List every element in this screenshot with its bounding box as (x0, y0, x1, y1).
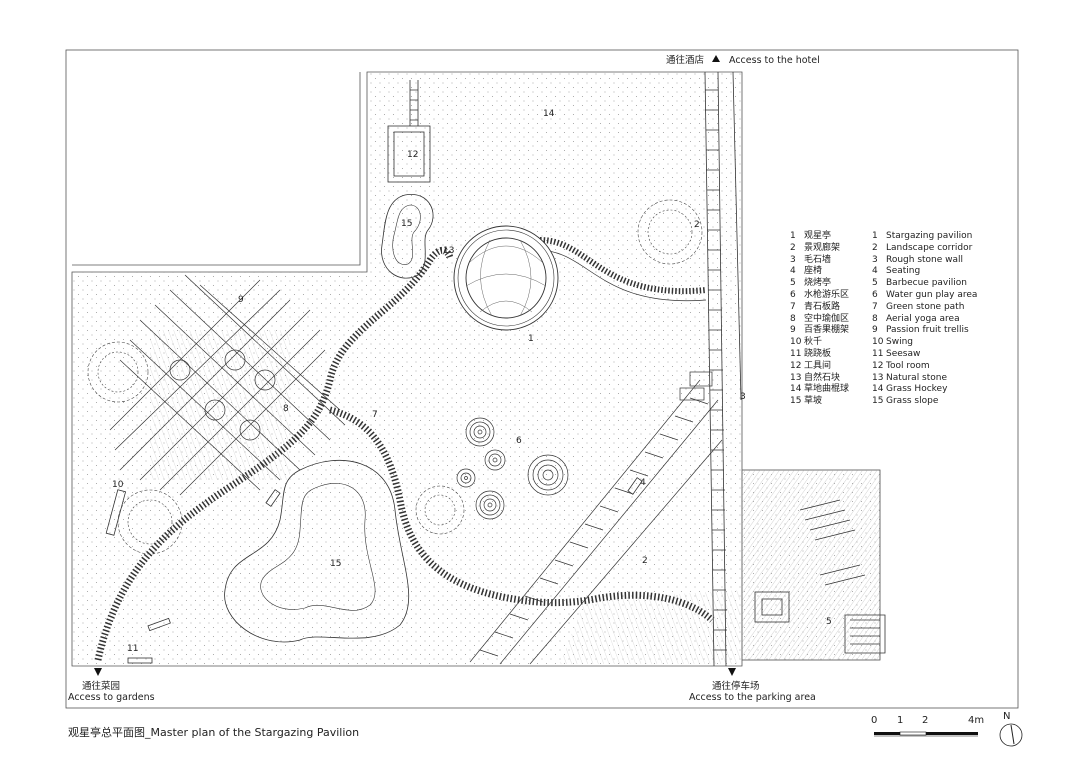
water-gun-play-area (456, 417, 569, 520)
passion-fruit-trellis (109, 274, 346, 496)
map-number-14: 14 (543, 109, 555, 119)
hotel-access-cn: 通往酒店 (666, 55, 705, 66)
green-stone-path (94, 246, 454, 661)
map-number-11: 11 (127, 644, 139, 654)
seating (627, 477, 643, 495)
map-number-2a: 2 (694, 220, 700, 230)
tool-room (387, 80, 431, 183)
map-number-12: 12 (407, 150, 419, 160)
map-number-10: 10 (112, 480, 124, 490)
scale-bar (874, 731, 978, 737)
swing (105, 489, 127, 536)
seesaw (127, 617, 171, 664)
barbecue-pavilion (754, 499, 886, 654)
parking-arrow-icon (728, 668, 736, 676)
gardens-arrow-icon (94, 668, 102, 676)
map-number-8: 8 (283, 404, 289, 414)
map-number-6: 6 (516, 436, 522, 446)
parking-access-en: Access to the parking area (689, 692, 816, 703)
scale-label-4m: 4m (968, 715, 985, 726)
drawing-caption: 观星亭总平面图_Master plan of the Stargazing Pa… (68, 726, 360, 739)
gardens-access-cn: 通往菜园 (82, 681, 121, 692)
drawing-frame (65, 49, 1019, 709)
scale-label-2: 2 (922, 715, 929, 726)
scale-label-0: 0 (871, 715, 878, 726)
map-number-2b: 2 (642, 556, 648, 566)
grass-slope-north (381, 193, 434, 279)
hotel-arrow-icon (712, 55, 720, 62)
map-number-15a: 15 (401, 219, 413, 229)
map-number-3: 3 (740, 392, 746, 402)
map-number-5: 5 (826, 617, 832, 627)
map-number-1: 1 (528, 334, 534, 344)
grass-slope-south (224, 459, 410, 643)
map-number-9: 9 (238, 295, 244, 305)
south-hatched-zone (560, 590, 740, 664)
north-arrow-icon (999, 723, 1023, 747)
inner-notch-line (72, 72, 361, 266)
map-number-13: 13 (443, 246, 455, 256)
hotel-boardwalk (704, 71, 742, 667)
map-number-4: 4 (640, 478, 646, 488)
north-label: N (1003, 711, 1011, 722)
gardens-access-en: Access to gardens (68, 692, 155, 703)
map-number-15b: 15 (330, 559, 342, 569)
scale-label-1: 1 (897, 715, 904, 726)
parking-access-cn: 通往停车场 (712, 681, 760, 692)
map-number-7: 7 (372, 410, 378, 420)
stargazing-pavilion (453, 225, 559, 331)
hotel-access-en: Access to the hotel (729, 55, 820, 66)
landscape-corridor (469, 371, 723, 665)
trees (87, 199, 703, 555)
east-hatched-zone (741, 469, 881, 661)
